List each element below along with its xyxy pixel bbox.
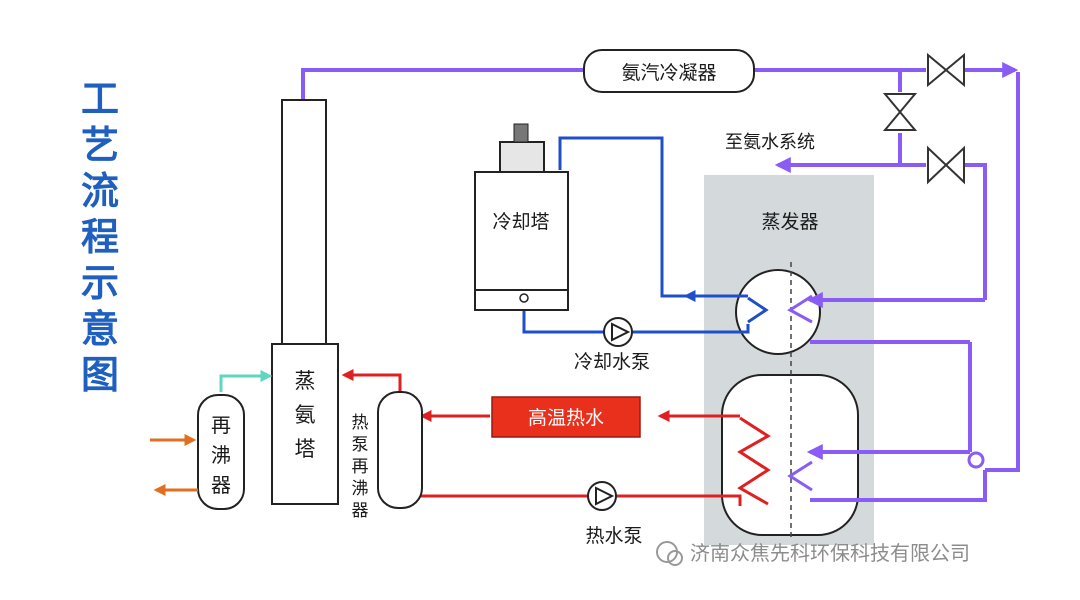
diagram-title: 工艺流程示意图 — [81, 77, 119, 397]
high-temp-hot-water-label: 高温热水 — [528, 407, 604, 429]
cooling-water-pump-label: 冷却水泵 — [574, 351, 650, 373]
ammonia-condenser — [583, 49, 755, 93]
cooling-coil — [747, 296, 769, 324]
reboiler — [197, 394, 245, 510]
evaporator-upper-shell — [735, 269, 821, 355]
cooling-tower — [474, 123, 569, 311]
valve-evaporator — [927, 145, 965, 185]
evaporator-label: 蒸发器 — [761, 211, 818, 233]
valve-top — [927, 52, 965, 88]
valve-bypass — [882, 93, 918, 131]
evaporator-lower-shell — [721, 374, 859, 536]
hot-water-pump-label: 热水泵 — [585, 525, 642, 547]
hot-water-pump-icon — [595, 486, 615, 506]
heat-pump-reboiler-label: 热泵再沸器 — [352, 413, 369, 521]
hot-water-coil — [737, 416, 771, 506]
stripper-label: 蒸氨塔 — [295, 369, 316, 461]
reboiler-label: 再沸器 — [211, 413, 231, 497]
ammonia-coil-upper — [787, 294, 813, 324]
ammonia-lines — [301, 62, 1020, 502]
watermark-text: 济南众焦先科环保科技有限公司 — [690, 541, 970, 565]
watermark: 济南众焦先科环保科技有限公司 — [656, 541, 970, 566]
cooling-water-pump-icon — [611, 322, 631, 342]
stripper-column-lower — [271, 343, 339, 505]
cooling-water-lines — [522, 136, 750, 334]
heat-pump-reboiler — [377, 391, 423, 509]
high-temp-hot-water-box — [491, 396, 641, 438]
stripper-column-upper — [281, 99, 327, 345]
hot-water-lines — [341, 369, 742, 506]
ammonia-condenser-label: 氨汽冷凝器 — [621, 62, 716, 84]
cooling-tower-label: 冷却塔 — [492, 211, 549, 233]
ammonia-coil-lower — [787, 460, 813, 492]
to-ammonia-water-label: 至氨水系统 — [725, 132, 815, 153]
reboiler-vapor-line — [219, 370, 273, 392]
pipe-crossover — [967, 451, 985, 469]
